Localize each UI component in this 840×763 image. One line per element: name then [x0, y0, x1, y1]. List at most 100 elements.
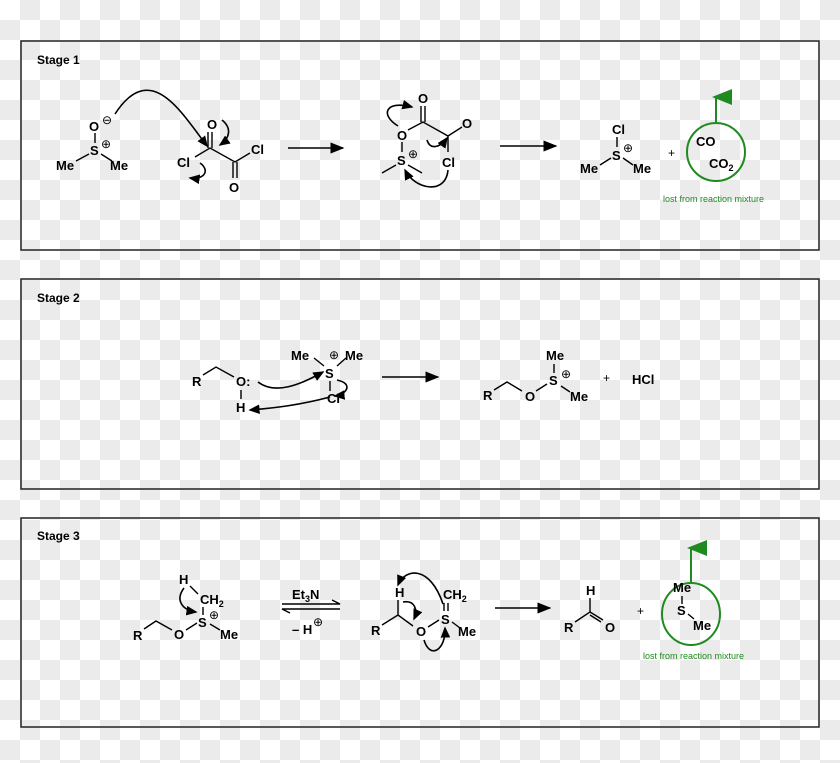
atom-r: R	[133, 628, 143, 643]
equilibrium-conditions: Et3N – H ⊕	[281, 587, 341, 637]
equilibrium-arrows	[281, 599, 341, 614]
chlorosulfonium-product: Cl S ⊕ Me Me	[580, 122, 651, 176]
curved-arrow-os	[423, 626, 451, 652]
methyl-right: Me	[345, 348, 363, 363]
atom-r: R	[192, 374, 202, 389]
atom-s: S	[325, 366, 334, 381]
carbon-dioxide: CO2	[709, 156, 734, 173]
atom-r: R	[564, 620, 574, 635]
curved-arrow-cl-leave	[333, 379, 348, 400]
start-bonds	[143, 585, 221, 631]
dmso-molecule: O ⊖ S ⊕ Me Me	[56, 113, 128, 173]
product-bonds	[493, 364, 571, 393]
methyl-right: Me	[110, 158, 128, 173]
curved-arrow-h-transfer	[397, 572, 444, 605]
stage-3-panel: Stage 3 H CH2 S ⊕ Me R O Et3N – H ⊕ H R …	[20, 517, 820, 728]
atom-s: S	[612, 148, 621, 163]
product-bonds	[599, 137, 634, 166]
curved-arrow-attack	[257, 371, 325, 389]
negative-charge: ⊖	[102, 113, 112, 127]
methyl: Me	[458, 624, 476, 639]
sulfur-ylide: H R O S CH2 Me	[371, 572, 476, 652]
atom-cl: Cl	[327, 391, 340, 406]
curved-arrow-carbonyl	[218, 119, 231, 146]
stage-1-panel: Stage 1 O ⊖ S ⊕ Me Me O O Cl Cl O S ⊕ O …	[20, 40, 820, 251]
atom-o: O	[525, 389, 535, 404]
alkoxysulfonium-product: R O S ⊕ Me Me	[483, 348, 588, 404]
atom-o: O	[416, 624, 426, 639]
alcohol-bonds	[202, 366, 242, 399]
plus-sign: +	[603, 371, 610, 385]
methyl: Me	[220, 627, 238, 642]
methyl-left: Me	[580, 161, 598, 176]
chlorosulfonium-reagent: Me ⊕ Me S Cl	[291, 348, 363, 406]
atom-o: O	[207, 117, 217, 132]
positive-charge: ⊕	[329, 348, 339, 362]
atom-s: S	[677, 603, 686, 618]
atom-s: S	[441, 612, 450, 627]
atom-h: H	[395, 585, 404, 600]
atom-h: H	[586, 583, 595, 598]
aldehyde-bonds	[574, 598, 604, 623]
plus-sign: +	[637, 604, 644, 618]
highlight-circle	[686, 122, 746, 182]
methylene: CH2	[200, 592, 224, 609]
carbon-monoxide: CO	[696, 134, 716, 149]
intermediate-bonds	[381, 106, 463, 174]
atom-o: O	[397, 128, 407, 143]
intermediate-1: O S ⊕ O O Cl	[381, 91, 472, 188]
atom-s: S	[90, 143, 99, 158]
curved-arrow	[179, 587, 198, 616]
curved-arrow-attack	[114, 89, 208, 148]
hcl-byproduct: HCl	[632, 372, 654, 387]
stage-1-frame	[20, 40, 820, 251]
atom-o: O	[462, 116, 472, 131]
dms-bonds	[681, 596, 695, 620]
methyl: Me	[693, 618, 711, 633]
positive-charge: ⊕	[561, 367, 571, 381]
stage-2-frame	[20, 278, 820, 490]
stage-1-title: Stage 1	[37, 53, 80, 67]
ylide-bonds	[381, 600, 461, 629]
stage-3-frame	[20, 517, 820, 728]
stage-3-title: Stage 3	[37, 529, 80, 543]
curved-arrow-2	[426, 136, 448, 149]
positive-charge: ⊕	[313, 615, 323, 629]
atom-s: S	[397, 153, 406, 168]
atom-r: R	[371, 623, 381, 638]
methyl-right: Me	[633, 161, 651, 176]
dmso-bonds	[75, 133, 113, 162]
atom-cl: Cl	[612, 122, 625, 137]
aldehyde-product: H R O	[564, 583, 615, 635]
methyl-left: Me	[291, 348, 309, 363]
atom-o: O	[605, 620, 615, 635]
alkoxysulfonium: H CH2 S ⊕ Me R O	[133, 572, 238, 643]
curved-arrow-chloride	[188, 162, 206, 185]
positive-charge: ⊕	[623, 141, 633, 155]
positive-charge: ⊕	[101, 137, 111, 151]
curved-arrow-3	[404, 168, 449, 188]
curved-arrow-deprotonation	[248, 396, 331, 415]
atom-o: O	[229, 180, 239, 195]
curved-arrow-ch	[402, 600, 423, 621]
atom-o: O	[89, 119, 99, 134]
lost-gases: CO CO2 lost from reaction mixture	[663, 89, 764, 204]
atom-s: S	[549, 373, 558, 388]
stage-2-panel: Stage 2 R O: H Me ⊕ Me S Cl R O S ⊕ Me M…	[20, 278, 820, 490]
oxalyl-chloride: O O Cl Cl	[177, 117, 264, 195]
atom-cl: Cl	[442, 155, 455, 170]
oxalyl-bonds	[194, 132, 251, 178]
atom-o: O	[174, 627, 184, 642]
triethylamine: Et3N	[292, 587, 319, 604]
atom-cl: Cl	[251, 142, 264, 157]
atom-h: H	[179, 572, 188, 587]
methyl-top: Me	[673, 580, 691, 595]
atom-s: S	[198, 615, 207, 630]
atom-o-lone-pair: O:	[236, 374, 250, 389]
atom-r: R	[483, 388, 493, 403]
alcohol: R O: H	[192, 366, 250, 415]
lost-note: lost from reaction mixture	[663, 194, 764, 204]
methyl-top: Me	[546, 348, 564, 363]
atom-h: H	[236, 400, 245, 415]
